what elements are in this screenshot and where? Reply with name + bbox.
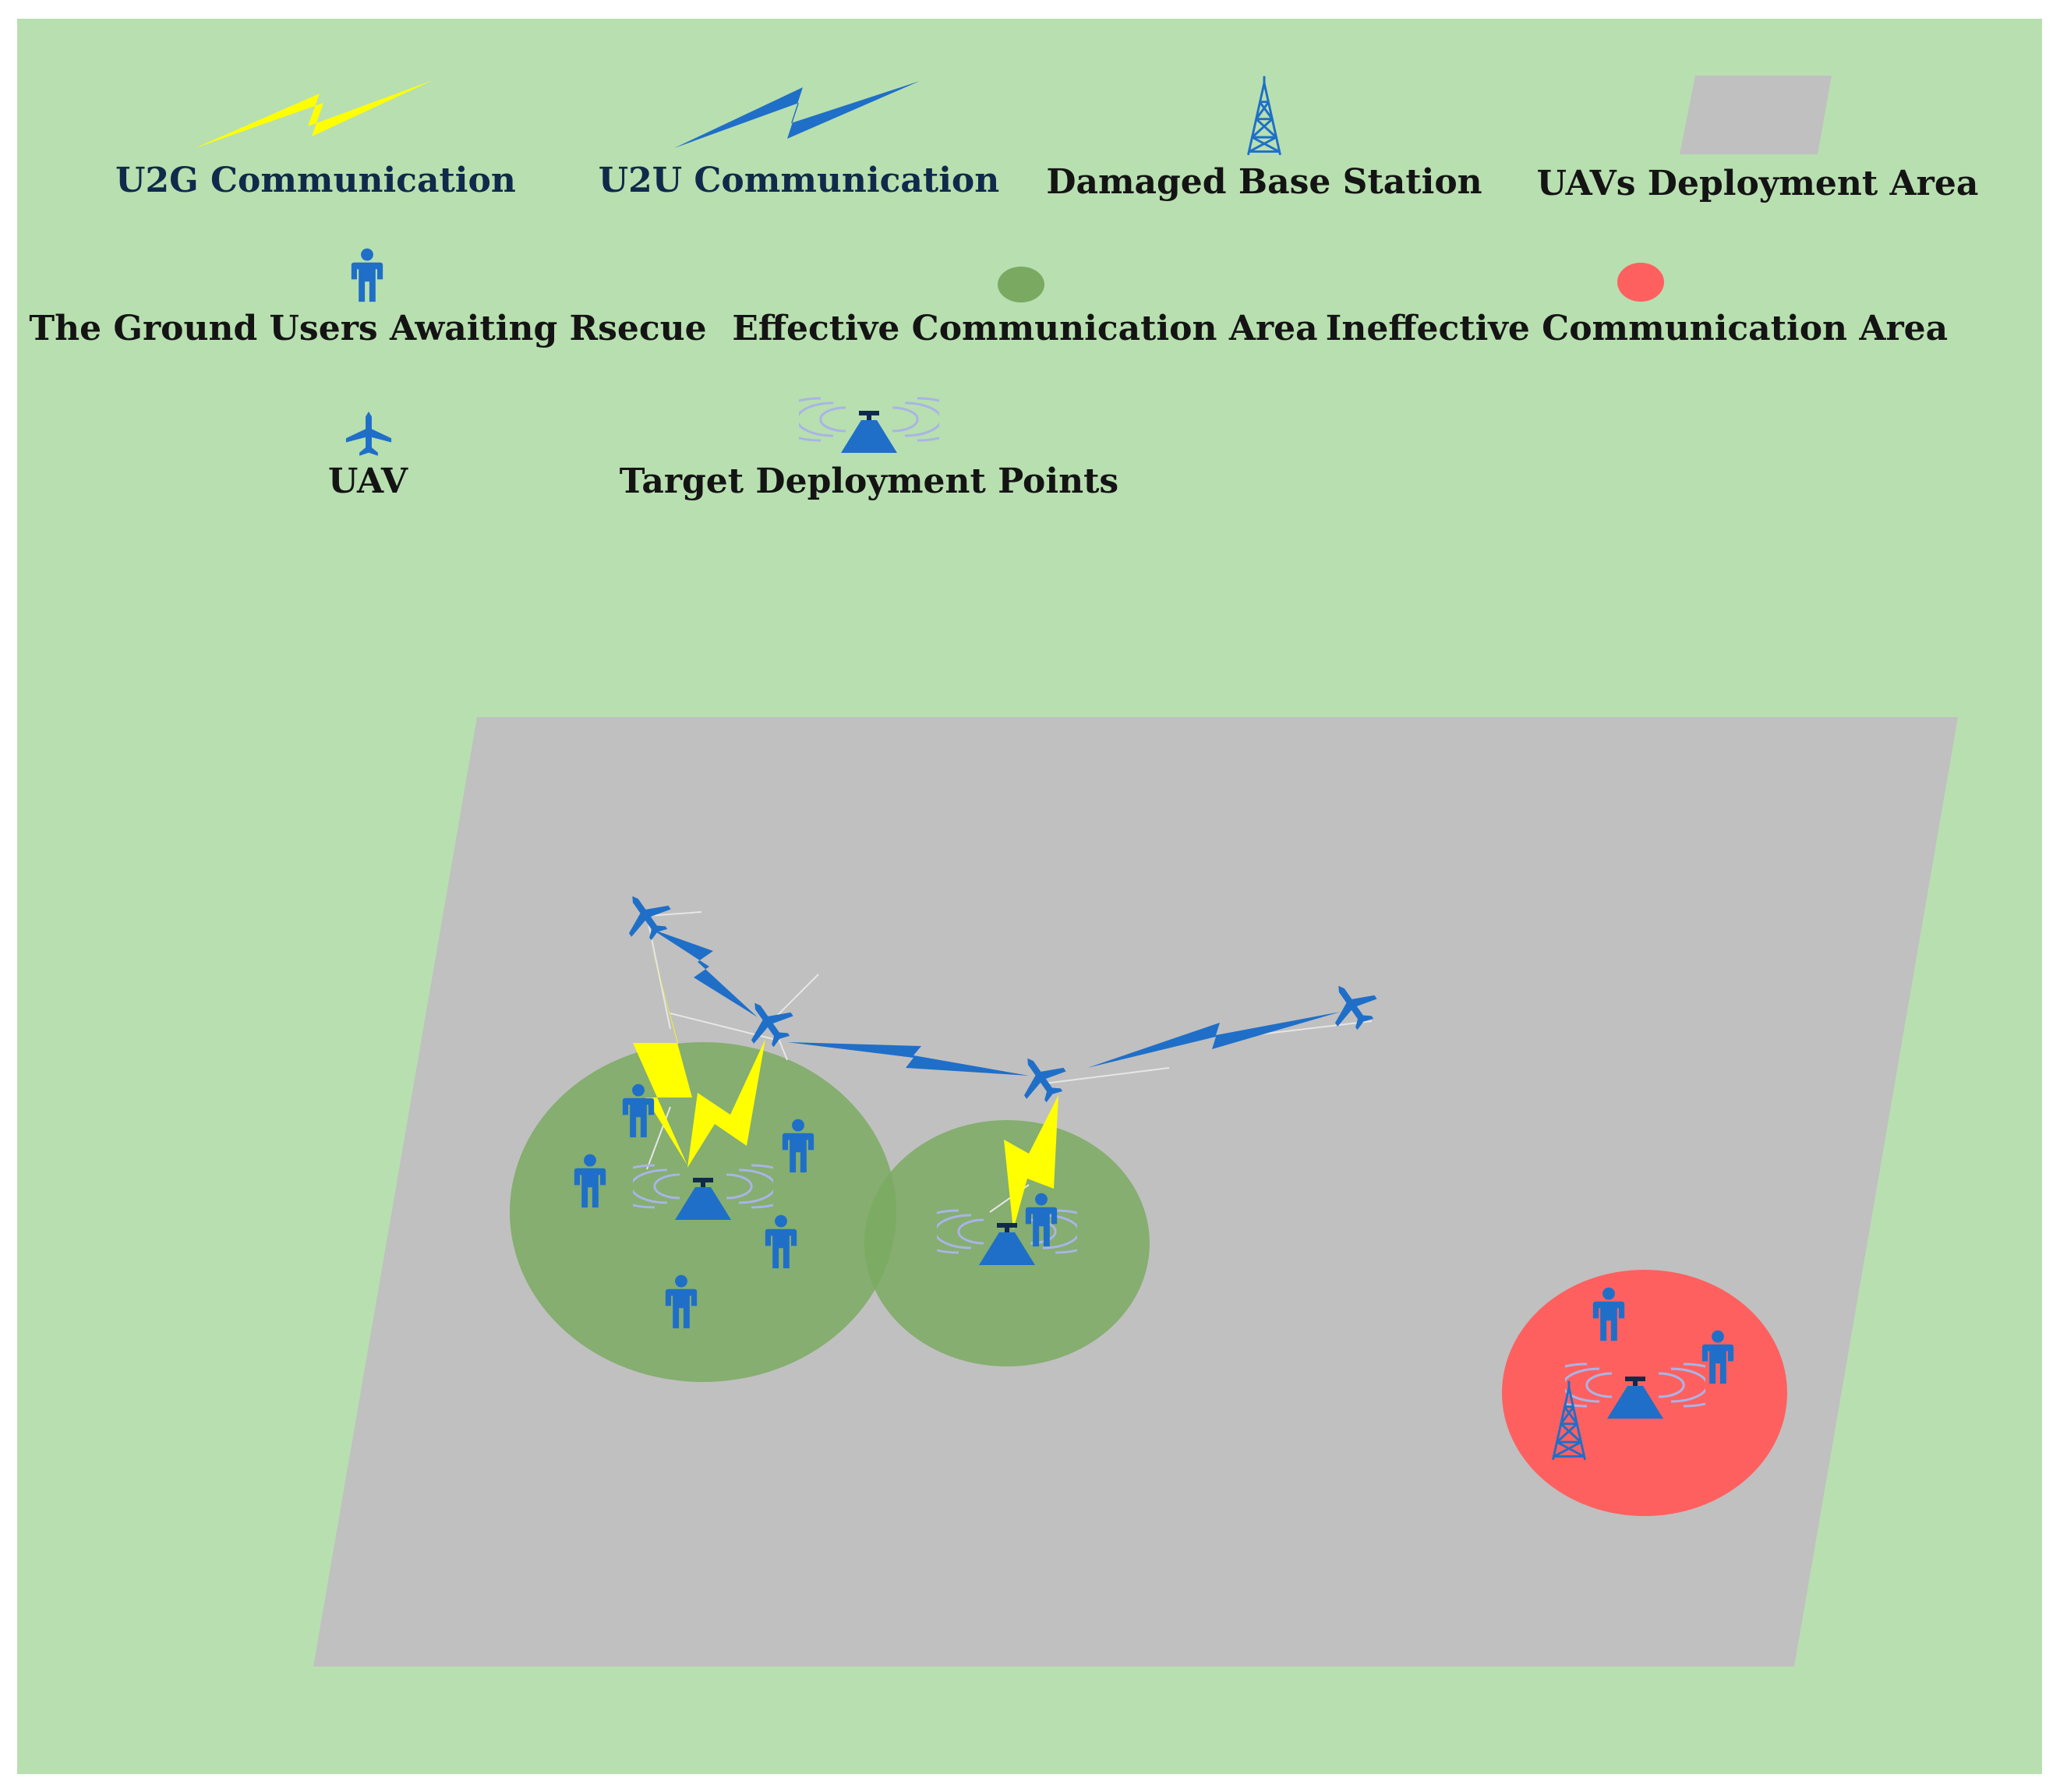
legend-u2g: U2G Communication — [115, 80, 516, 200]
u2u-link-2 — [787, 1042, 1029, 1076]
legend-effective: Effective Communication Area — [732, 267, 1318, 348]
u2u-links — [652, 929, 1341, 1076]
u2u-link-3 — [1087, 1012, 1341, 1068]
legend-u2g-label: U2G Communication — [115, 161, 516, 200]
u2g-link-3 — [1004, 1095, 1058, 1230]
legend-u2u-label: U2U Communication — [599, 161, 1000, 200]
legend-damaged-bs: Damaged Base Station — [1046, 74, 1482, 202]
gray-parallelogram-icon — [1680, 76, 1832, 154]
legend-target-points: Target Deployment Points — [620, 397, 1118, 501]
legend-u2u: U2U Communication — [599, 81, 1000, 200]
legend-target-points-label: Target Deployment Points — [620, 461, 1118, 501]
green-dot-icon — [998, 267, 1044, 302]
legend-ineffective-label: Ineffective Communication Area — [1326, 309, 1948, 348]
legend-ground-users-label: The Ground Users Awaiting Rsecue — [29, 309, 706, 348]
legend-effective-label: Effective Communication Area — [732, 309, 1317, 348]
scene — [313, 717, 1958, 1667]
legend-ground-users: The Ground Users Awaiting Rsecue — [29, 248, 707, 348]
u2g-link-1 — [633, 939, 692, 1165]
blue-lightning-icon — [674, 81, 920, 148]
u2g-link-2 — [687, 1039, 765, 1168]
legend: U2G Communication U2U Communication Dama… — [29, 74, 1979, 501]
red-dot-icon — [1617, 263, 1664, 302]
u2u-link-1 — [652, 929, 758, 1017]
yellow-lightning-icon — [195, 80, 433, 148]
u2g-links — [633, 939, 1058, 1230]
legend-uav-label: UAV — [328, 461, 408, 501]
legend-uav: UAV — [328, 411, 408, 501]
legend-deploy-area: UAVs Deployment Area — [1537, 76, 1979, 203]
legend-damaged-bs-label: Damaged Base Station — [1046, 162, 1482, 202]
legend-deploy-area-label: UAVs Deployment Area — [1537, 164, 1979, 203]
legend-ineffective: Ineffective Communication Area — [1326, 263, 1948, 348]
